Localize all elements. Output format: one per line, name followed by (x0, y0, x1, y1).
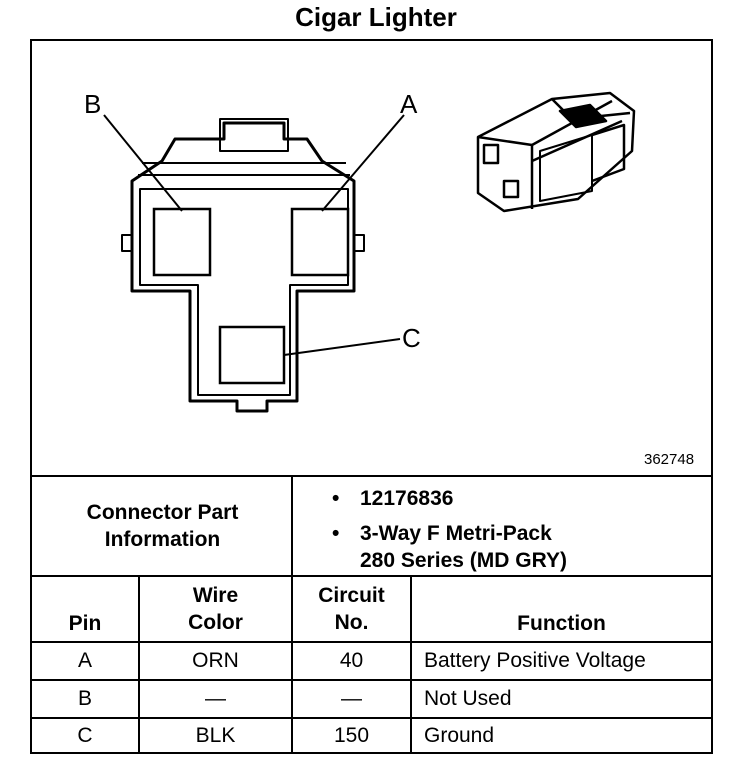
connector-face-drawing: B A C (84, 89, 636, 413)
table-row-b-function: Not Used (424, 687, 512, 710)
bullet-icon: • (332, 487, 340, 510)
connector-frame: B A C 362748 Connector Part Information … (30, 39, 713, 754)
connector-info-list: • 12176836 • 3-Way F Metri-Pack 280 Seri… (332, 485, 567, 574)
header-function: Function (517, 612, 606, 635)
description-line1: 3-Way F Metri-Pack (360, 522, 552, 545)
table-row-c-function: Ground (424, 723, 495, 747)
connector-info-label-line1: Connector Part (86, 501, 239, 524)
divider-info (291, 477, 293, 575)
connector-info-label-line2: Information (104, 528, 221, 551)
header-pin: Pin (68, 612, 102, 635)
table-row-b-wire-color: — (205, 687, 226, 710)
cavity-c (218, 325, 286, 385)
table-row-b-pin: B (77, 687, 92, 710)
divider-diagram (32, 475, 711, 477)
table-row-c-circuit: 150 (333, 723, 370, 747)
connector-isometric-sketch (476, 91, 636, 213)
table-row-a-circuit: 40 (339, 649, 364, 672)
page-title: Cigar Lighter (295, 2, 457, 32)
description-item: • 3-Way F Metri-Pack 280 Series (MD GRY) (332, 520, 567, 574)
connector-info-label: Connector Part Information (32, 477, 293, 575)
table-row-a-pin: A (77, 649, 92, 672)
connector-diagram: B A C 362748 (32, 41, 711, 475)
connector-body-outline (130, 121, 356, 413)
pin-callout-c: C (402, 323, 421, 353)
header-circuit: Circuit No. (318, 584, 385, 634)
cavity-a (290, 207, 350, 277)
header-wire-color: Wire Color (188, 584, 243, 634)
divider-header (32, 641, 711, 643)
divider-col-2 (291, 577, 293, 752)
divider-row-1 (32, 679, 711, 681)
part-number-item: • 12176836 (332, 485, 567, 512)
top-latch (219, 118, 289, 152)
pin-callout-b: B (84, 89, 101, 119)
divider-col-1 (138, 577, 140, 752)
pin-callout-a: A (400, 89, 418, 119)
table-row-c-pin: C (77, 723, 93, 747)
cavity-b (152, 207, 212, 277)
table-row-b-circuit: — (341, 687, 362, 710)
description-line2: 280 Series (MD GRY) (360, 549, 567, 572)
bullet-icon: • (332, 522, 340, 545)
figure-number: 362748 (644, 451, 695, 468)
leader-b (103, 114, 183, 212)
leader-c (283, 338, 401, 356)
table-row-a-function: Battery Positive Voltage (424, 649, 646, 672)
divider-row-2 (32, 717, 711, 719)
divider-table-top (32, 575, 711, 577)
table-row-c-wire-color: BLK (195, 723, 236, 747)
part-number: 12176836 (360, 487, 454, 510)
leader-a (321, 114, 405, 212)
divider-col-3 (410, 577, 412, 752)
table-row-a-wire-color: ORN (192, 649, 239, 672)
